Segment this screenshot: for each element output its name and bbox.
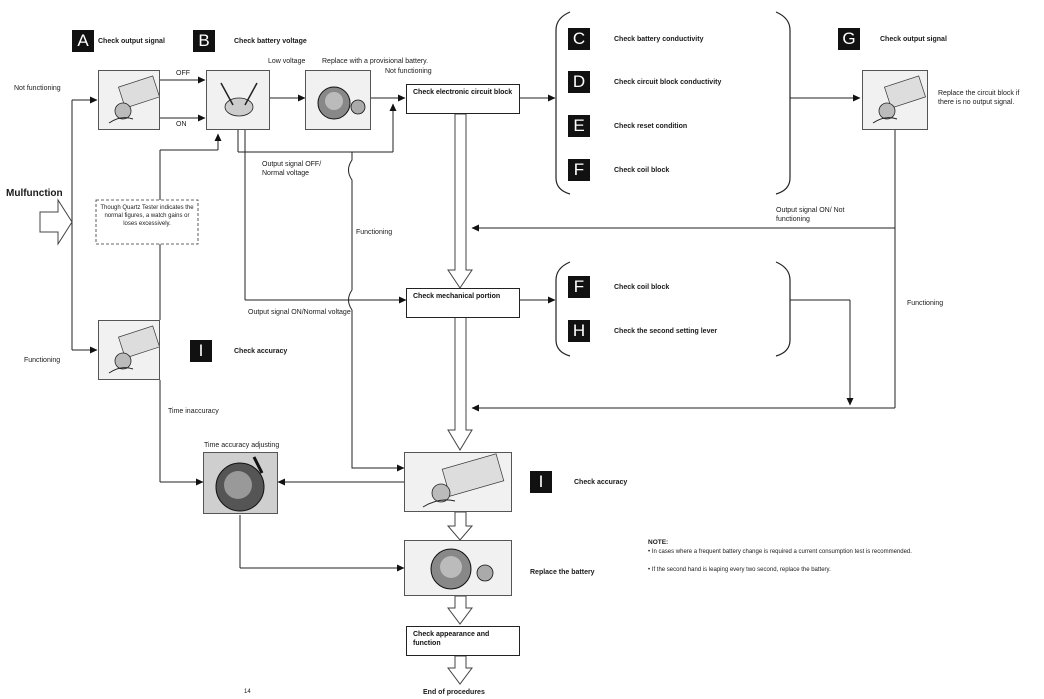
- step-c-badge: C: [568, 28, 590, 50]
- output-signal-g-photo: [862, 70, 928, 130]
- step-e-badge: E: [568, 115, 590, 137]
- accuracy-check-bottom-photo: [404, 452, 512, 512]
- step-a-badge: A: [72, 30, 94, 52]
- page-mark: 14: [244, 689, 251, 695]
- time-accuracy-adjusting-label: Time accuracy adjusting: [204, 442, 280, 449]
- accuracy-check-photo: [98, 320, 160, 380]
- replace-battery-photo: [404, 540, 512, 596]
- step-i2-badge: I: [530, 471, 552, 493]
- not-functioning-label: Not functioning: [14, 85, 61, 92]
- not-functioning-top-label: Not functioning: [385, 68, 432, 75]
- step-d-badge: D: [568, 71, 590, 93]
- functioning-right-label: Functioning: [907, 300, 944, 307]
- replace-provisional-label: Replace with a provisional battery.: [322, 58, 429, 65]
- step-g-badge: G: [838, 28, 860, 50]
- note-item-2-text: If the second hand is leaping every two …: [651, 567, 831, 573]
- step-e-label: Check reset condition: [614, 123, 688, 130]
- output-on-not-functioning-label: Output signal ON/ Not functioning: [776, 207, 845, 223]
- step-b-label: Check battery voltage: [234, 38, 307, 45]
- step-i-label: Check accuracy: [234, 348, 288, 355]
- step-h-badge: H: [568, 320, 590, 342]
- step-a-label: Check output signal: [98, 38, 165, 45]
- note-item-2: • If the second hand is leaping every tw…: [648, 567, 831, 573]
- time-inaccuracy-label: Time inaccuracy: [168, 408, 219, 415]
- provisional-battery-photo: [305, 70, 371, 130]
- low-voltage-label: Low voltage: [268, 58, 306, 65]
- step-c-label: Check battery conductivity: [614, 36, 704, 43]
- output-off-normal-label: Output signal OFF/ Normal voltage: [262, 161, 322, 177]
- battery-voltage-photo: [206, 70, 270, 130]
- functioning-left-label: Functioning: [24, 357, 61, 364]
- off-label: OFF: [176, 70, 190, 77]
- step-i2-label: Check accuracy: [574, 479, 628, 486]
- replace-circuit-block-label: Replace the circuit block if there is no…: [938, 90, 1020, 106]
- step-f2-badge: F: [568, 276, 590, 298]
- malfunction-label: Mulfunction: [6, 188, 63, 199]
- check-electronic-circuit-block-box: Check electronic circuit block: [406, 84, 520, 114]
- check-appearance-function-box: Check appearance and function: [406, 626, 520, 656]
- step-f-label: Check coil block: [614, 167, 670, 174]
- note-title: NOTE:: [648, 539, 669, 546]
- note-item-1-text: In cases where a frequent battery change…: [651, 549, 912, 555]
- functioning-mid-label: Functioning: [356, 229, 393, 236]
- step-d-label: Check circuit block conductivity: [614, 79, 722, 86]
- step-f2-label: Check coil block: [614, 284, 670, 291]
- step-g-label: Check output signal: [880, 36, 947, 43]
- note-item-1: • In cases where a frequent battery chan…: [648, 549, 912, 555]
- end-of-procedures-label: End of procedures: [423, 689, 485, 696]
- step-i-badge: I: [190, 340, 212, 362]
- output-signal-tester-photo: [98, 70, 160, 130]
- step-b-badge: B: [193, 30, 215, 52]
- check-mechanical-portion-box: Check mechanical portion: [406, 288, 520, 318]
- replace-battery-label: Replace the battery: [530, 569, 595, 576]
- step-f-badge: F: [568, 159, 590, 181]
- step-h-label: Check the second setting lever: [614, 328, 718, 335]
- on-label: ON: [176, 121, 187, 128]
- output-on-normal-label: Output signal ON/Normal voltage: [248, 309, 351, 316]
- time-accuracy-adjusting-photo: [203, 452, 278, 514]
- quartz-tester-note: Though Quartz Tester indicates the norma…: [100, 205, 194, 227]
